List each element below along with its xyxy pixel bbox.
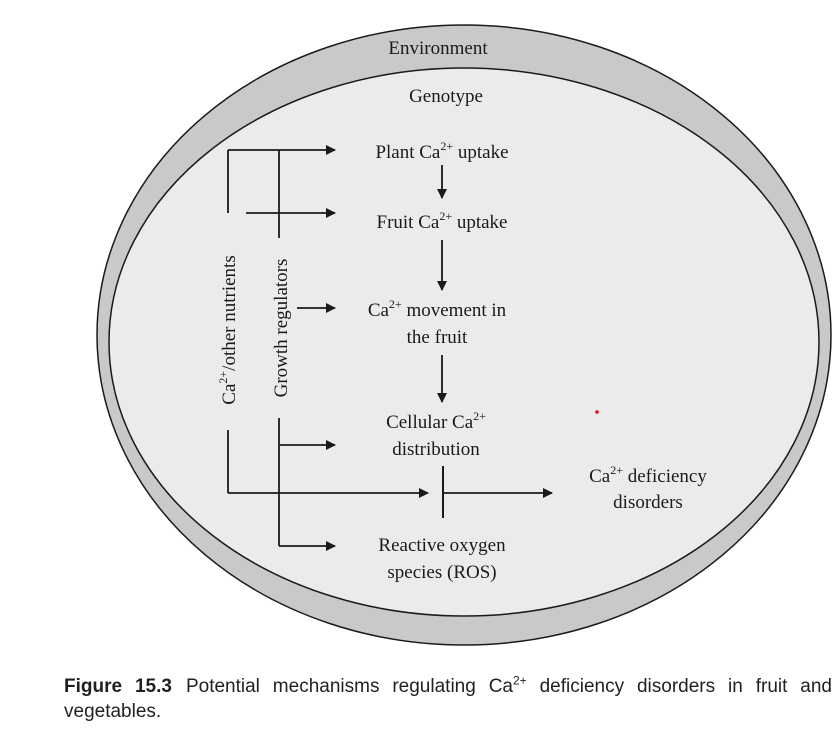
figure-number: Figure 15.3 [64,676,172,697]
environment-label: Environment [388,38,488,59]
ca-movement-label-line2: the fruit [407,327,468,348]
caption-text-end: deficiency disorders in fruit and vegeta… [64,676,832,722]
caption-text: Potential mechanisms regulating Ca [185,676,513,697]
genotype-ellipse [108,67,820,617]
caption-superscript: 2+ [513,673,527,688]
ca-deficiency-disorders-label-line2: disorders [613,492,683,513]
fruit-ca-uptake-label: Fruit Ca2+ uptake [377,209,508,233]
red-dot-mark [595,410,599,414]
figure-caption: Figure 15.3 Potential mechanisms regulati… [64,674,832,724]
ca-deficiency-disorders-label: Ca2+ deficiency [589,463,707,487]
ca-movement-label: Ca2+ movement in [368,297,507,321]
ros-label-line2: species (ROS) [387,562,496,583]
ros-label: Reactive oxygen [378,535,506,556]
ca-other-nutrients-label: Ca2+/other nutrients [216,255,240,404]
plant-ca-uptake-label: Plant Ca2+ uptake [375,139,508,163]
diagram-canvas: Environment Genotype Plant Ca2+ uptake F… [96,24,832,646]
cellular-ca-label-line2: distribution [392,439,480,460]
genotype-label: Genotype [409,86,483,107]
growth-regulators-label: Growth regulators [271,259,292,398]
cellular-ca-label: Cellular Ca2+ [386,409,486,433]
